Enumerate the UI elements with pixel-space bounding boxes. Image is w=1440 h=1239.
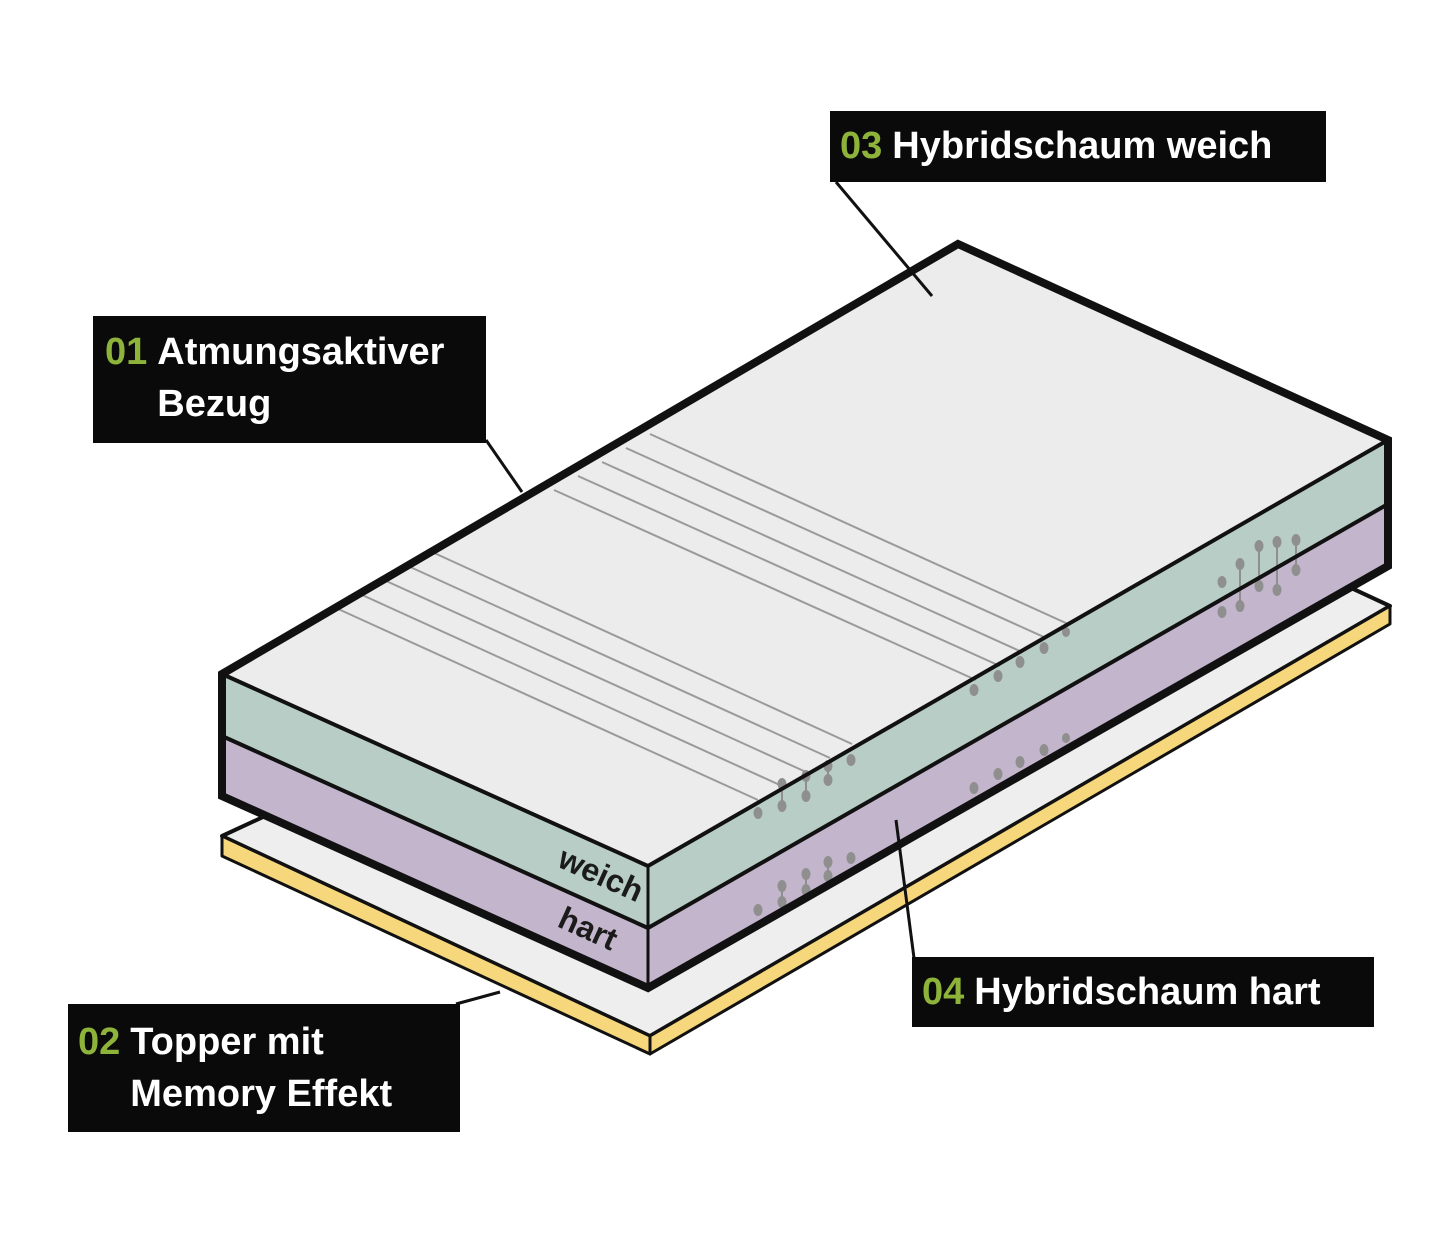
mattress-top-face bbox=[222, 244, 1388, 866]
topper-side-edge bbox=[648, 604, 1392, 1056]
label-text-line2: Memory Effekt bbox=[130, 1073, 393, 1115]
mattress-body: weich hart bbox=[218, 239, 1392, 993]
leader-lines bbox=[455, 181, 934, 1006]
mattress-outline bbox=[218, 239, 1392, 993]
label-text-line1: Atmungsaktiver bbox=[157, 331, 445, 373]
label-text-line2: Bezug bbox=[157, 383, 272, 425]
label-number: 01 bbox=[105, 331, 148, 373]
hard-layer-side bbox=[648, 504, 1388, 988]
label-number: 02 bbox=[78, 1021, 121, 1063]
leader-line-03 bbox=[834, 181, 934, 297]
quilting-lines bbox=[335, 433, 1069, 801]
leader-line-04 bbox=[894, 819, 916, 959]
leader-line-02 bbox=[455, 990, 501, 1006]
hard-layer-front bbox=[222, 736, 648, 988]
leader-line-01 bbox=[484, 439, 524, 493]
soft-layer-front bbox=[222, 674, 648, 928]
label-number: 03 bbox=[840, 125, 883, 167]
label-number: 04 bbox=[922, 971, 965, 1013]
label-text: Hybridschaum weich bbox=[892, 125, 1273, 167]
label-text-line1: Topper mit bbox=[130, 1021, 324, 1063]
soft-layer-side bbox=[648, 440, 1388, 928]
label-text: Hybridschaum hart bbox=[974, 971, 1321, 1013]
